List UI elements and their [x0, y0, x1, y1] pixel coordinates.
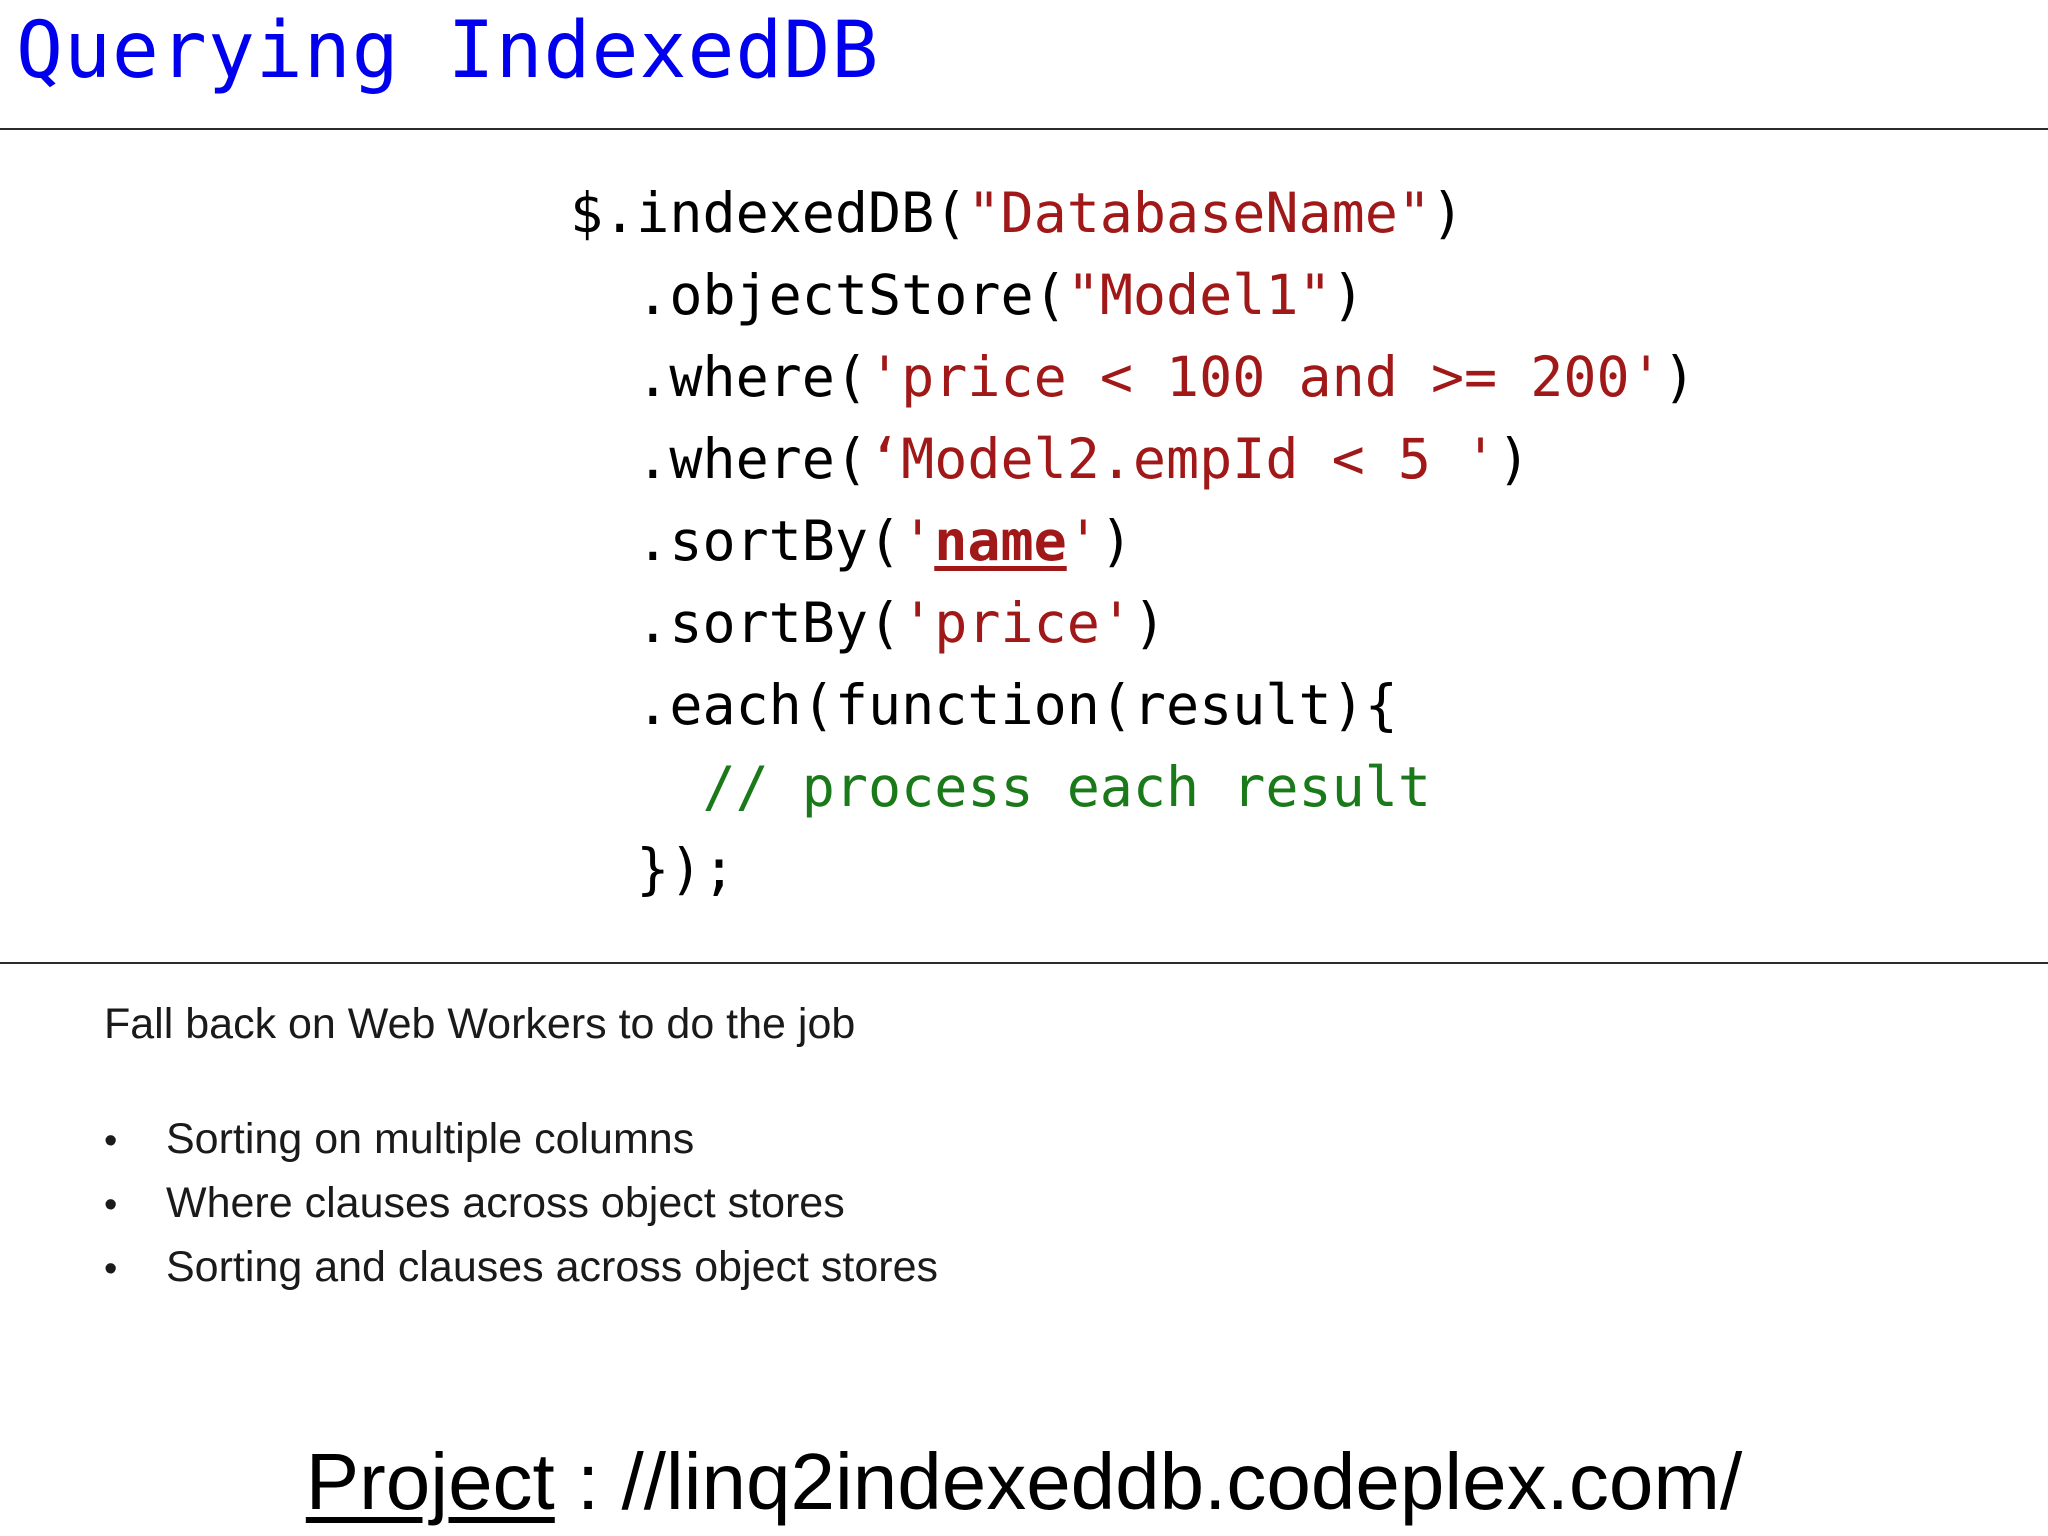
- code-line: .where(‘Model2.empId < 5 '): [570, 418, 2048, 500]
- code-token-default: ): [1132, 591, 1167, 655]
- list-item-label: Sorting on multiple columns: [166, 1115, 695, 1163]
- code-indent: [570, 509, 636, 573]
- code-line: .sortBy('price'): [570, 582, 2048, 664]
- code-token-underline: name: [934, 509, 1067, 573]
- code-token-string: ': [1066, 509, 1100, 573]
- code-indent: [570, 837, 636, 901]
- code-token-default: $.indexedDB(: [570, 181, 968, 245]
- code-token-string: "Model1": [1066, 263, 1332, 327]
- code-divider: [0, 962, 2048, 964]
- project-link-url: : //linq2indexeddb.codeplex.com/: [554, 1437, 1743, 1526]
- code-indent: [570, 263, 636, 327]
- code-token-string: ‘Model2.empId < 5 ': [868, 427, 1498, 491]
- lead-text: Fall back on Web Workers to do the job: [104, 1000, 856, 1048]
- bullet-list: • Sorting on multiple columns • Where claus…: [104, 1108, 2048, 1300]
- code-token-string: ': [901, 509, 935, 573]
- code-token-default: .objectStore(: [636, 263, 1067, 327]
- code-token-default: .sortBy(: [636, 591, 902, 655]
- bullet-dot-icon: •: [104, 1248, 118, 1290]
- code-line: // process each result: [570, 746, 2048, 828]
- code-indent: [570, 673, 636, 737]
- code-area: $.indexedDB("DatabaseName") .objectStore…: [0, 130, 2048, 962]
- code-token-default: .each(function(result){: [636, 673, 1398, 737]
- code-token-string: 'price': [901, 591, 1133, 655]
- code-token-default: ): [1331, 263, 1365, 327]
- code-indent: [570, 591, 636, 655]
- code-line: .objectStore("Model1"): [570, 254, 2048, 336]
- code-token-default: ): [1662, 345, 1696, 409]
- list-item: • Sorting on multiple columns: [104, 1108, 2048, 1172]
- code-token-string: 'price < 100 and >= 200': [868, 345, 1663, 409]
- code-block: $.indexedDB("DatabaseName") .objectStore…: [570, 172, 2048, 910]
- list-item-label: Sorting and clauses across object stores: [166, 1243, 939, 1291]
- code-token-string: "DatabaseName": [967, 181, 1431, 245]
- code-indent: [570, 427, 636, 491]
- code-token-default: .sortBy(: [636, 509, 902, 573]
- project-link-label: Project: [305, 1437, 555, 1526]
- code-token-default: ): [1099, 509, 1133, 573]
- title-band: Querying IndexedDB: [0, 0, 2048, 128]
- title-divider: [0, 128, 2048, 130]
- bullet-dot-icon: •: [104, 1120, 118, 1162]
- code-line: .each(function(result){: [570, 664, 2048, 746]
- code-indent: [570, 345, 636, 409]
- project-link[interactable]: Project : //linq2indexeddb.codeplex.com/: [0, 1436, 2048, 1528]
- code-token-default: });: [636, 837, 736, 901]
- code-token-default: ): [1430, 181, 1465, 245]
- code-token-comment: // process each result: [702, 755, 1431, 819]
- code-line: .sortBy('name'): [570, 500, 2048, 582]
- body-area: Fall back on Web Workers to do the job •…: [0, 964, 2048, 1300]
- code-line: .where('price < 100 and >= 200'): [570, 336, 2048, 418]
- list-item: • Where clauses across object stores: [104, 1172, 2048, 1236]
- list-item: • Sorting and clauses across object store…: [104, 1236, 2048, 1300]
- code-line: });: [570, 828, 2048, 910]
- code-line: $.indexedDB("DatabaseName"): [570, 172, 2048, 254]
- code-indent: [570, 755, 702, 819]
- code-token-default: ): [1497, 427, 1531, 491]
- list-item-label: Where clauses across object stores: [166, 1179, 845, 1227]
- page-title: Querying IndexedDB: [16, 6, 880, 96]
- bullet-dot-icon: •: [104, 1184, 118, 1226]
- code-token-default: .where(: [636, 345, 869, 409]
- code-token-default: .where(: [636, 427, 869, 491]
